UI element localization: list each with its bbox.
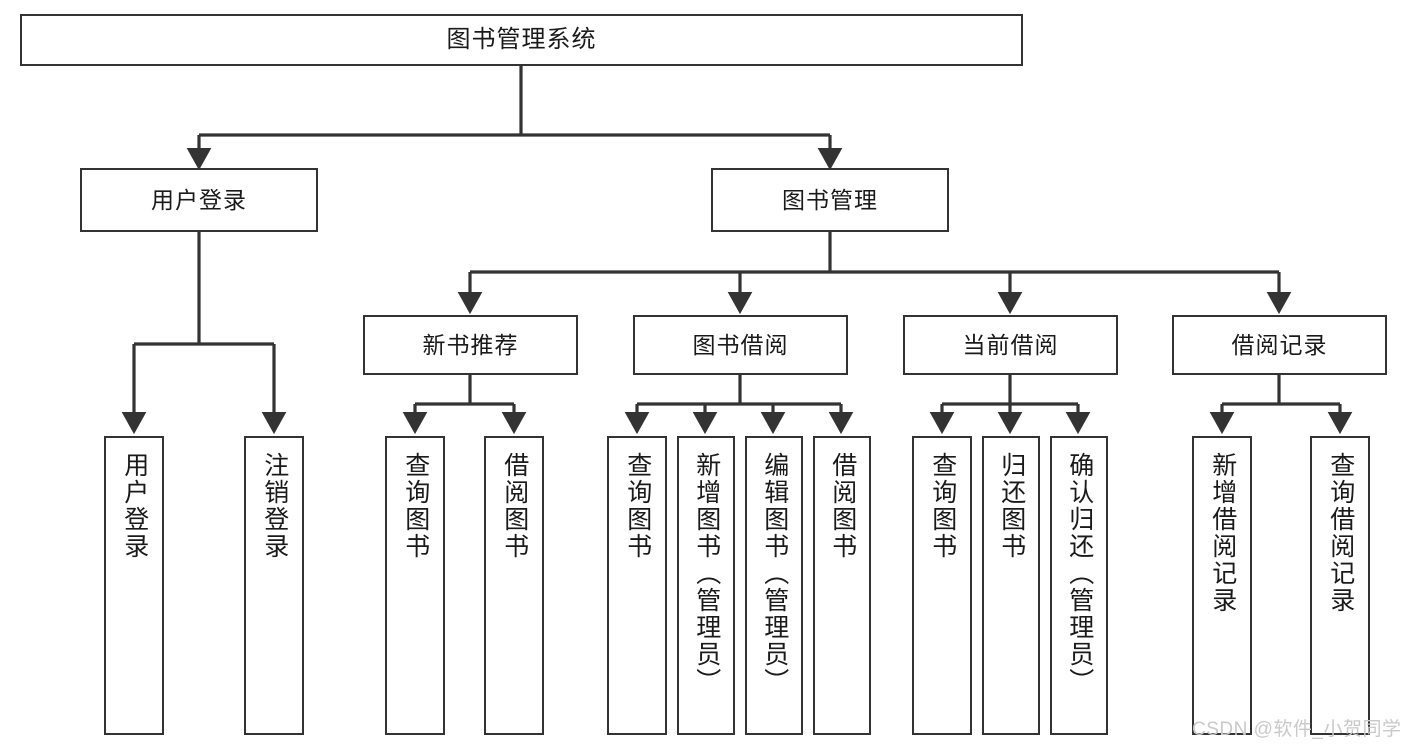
leaf-add-book-admin[interactable]: 新增图书（管理员） — [677, 436, 735, 735]
node-label: 借阅记录 — [1231, 331, 1328, 358]
node-label: 查询图书 — [401, 452, 430, 560]
node-label: 新增图书（管理员） — [692, 452, 721, 695]
node-new-book-recommend[interactable]: 新书推荐 — [363, 315, 578, 375]
node-book-borrow[interactable]: 图书借阅 — [633, 315, 848, 375]
leaf-query-borrow-record[interactable]: 查询借阅记录 — [1310, 436, 1370, 735]
node-label: 图书管理系统 — [446, 26, 597, 54]
leaf-edit-book-admin[interactable]: 编辑图书（管理员） — [745, 436, 803, 735]
node-label: 用户登录 — [151, 186, 247, 213]
leaf-query-book-current[interactable]: 查询图书 — [912, 436, 972, 735]
node-label: 确认归还（管理员） — [1065, 452, 1094, 695]
node-label: 新增借阅记录 — [1208, 452, 1237, 614]
node-label: 查询图书 — [928, 452, 957, 560]
node-current-borrow[interactable]: 当前借阅 — [903, 315, 1118, 375]
leaf-query-book-borrow[interactable]: 查询图书 — [607, 436, 667, 735]
node-label: 当前借阅 — [962, 331, 1059, 358]
node-book-management[interactable]: 图书管理 — [711, 168, 949, 232]
csdn-watermark: CSDN @软件_小贺同学 — [1192, 719, 1402, 740]
leaf-logout-login[interactable]: 注销登录 — [244, 436, 304, 735]
leaf-confirm-return-admin[interactable]: 确认归还（管理员） — [1050, 436, 1108, 735]
node-label: 用户登录 — [120, 452, 149, 560]
node-label: 图书管理 — [782, 186, 878, 213]
node-label: 图书借阅 — [692, 331, 789, 358]
leaf-add-borrow-record[interactable]: 新增借阅记录 — [1192, 436, 1252, 735]
node-label: 归还图书 — [997, 452, 1026, 560]
node-label: 编辑图书（管理员） — [760, 452, 789, 695]
node-label: 查询图书 — [623, 452, 652, 560]
leaf-user-login[interactable]: 用户登录 — [104, 436, 164, 735]
node-label: 借阅图书 — [500, 452, 529, 560]
node-label: 借阅图书 — [828, 452, 857, 560]
node-label: 新书推荐 — [422, 331, 519, 358]
node-label: 注销登录 — [260, 452, 289, 560]
leaf-return-book[interactable]: 归还图书 — [982, 436, 1040, 735]
leaf-borrow-book[interactable]: 借阅图书 — [813, 436, 871, 735]
node-user-login[interactable]: 用户登录 — [80, 168, 318, 232]
leaf-borrow-book-recommend[interactable]: 借阅图书 — [484, 436, 544, 735]
node-borrow-record[interactable]: 借阅记录 — [1172, 315, 1387, 375]
leaf-query-book-recommend[interactable]: 查询图书 — [385, 436, 445, 735]
node-label: 查询借阅记录 — [1326, 452, 1355, 614]
node-book-management-system[interactable]: 图书管理系统 — [20, 14, 1023, 66]
